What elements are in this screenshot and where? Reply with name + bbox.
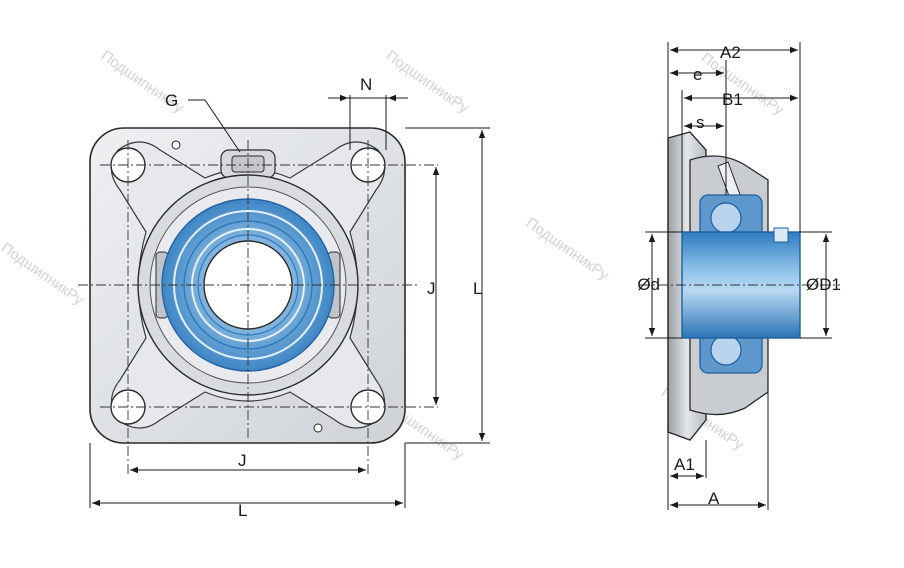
label-g: G (165, 91, 178, 110)
side-view (640, 131, 840, 441)
front-dimensions (89, 94, 490, 508)
label-a: A (708, 489, 720, 508)
watermark-text: ПодшипникРу (523, 214, 612, 284)
label-l-vertical: L (473, 279, 482, 298)
side-dimensions (645, 42, 832, 510)
label-d1: ØD1 (806, 275, 841, 294)
pin-hole (171, 140, 181, 150)
label-j-vertical: J (427, 279, 436, 298)
ball-top (710, 202, 742, 234)
label-b1: B1 (722, 90, 743, 109)
set-screw (773, 227, 789, 243)
label-a1: A1 (674, 455, 695, 474)
label-e: e (693, 65, 702, 84)
watermark-text: ПодшипникРу (383, 47, 472, 117)
ball-bottom (710, 334, 742, 366)
pin-hole (313, 423, 323, 433)
label-a2: A2 (720, 43, 741, 62)
label-n: N (360, 75, 372, 94)
label-s: s (696, 113, 705, 132)
center-lines (78, 140, 438, 476)
label-l-horizontal: L (238, 501, 247, 520)
watermark-text: ПодшипникРу (0, 239, 87, 309)
label-d: Ød (637, 275, 660, 294)
front-view (78, 127, 438, 476)
label-j-horizontal: J (238, 451, 247, 470)
